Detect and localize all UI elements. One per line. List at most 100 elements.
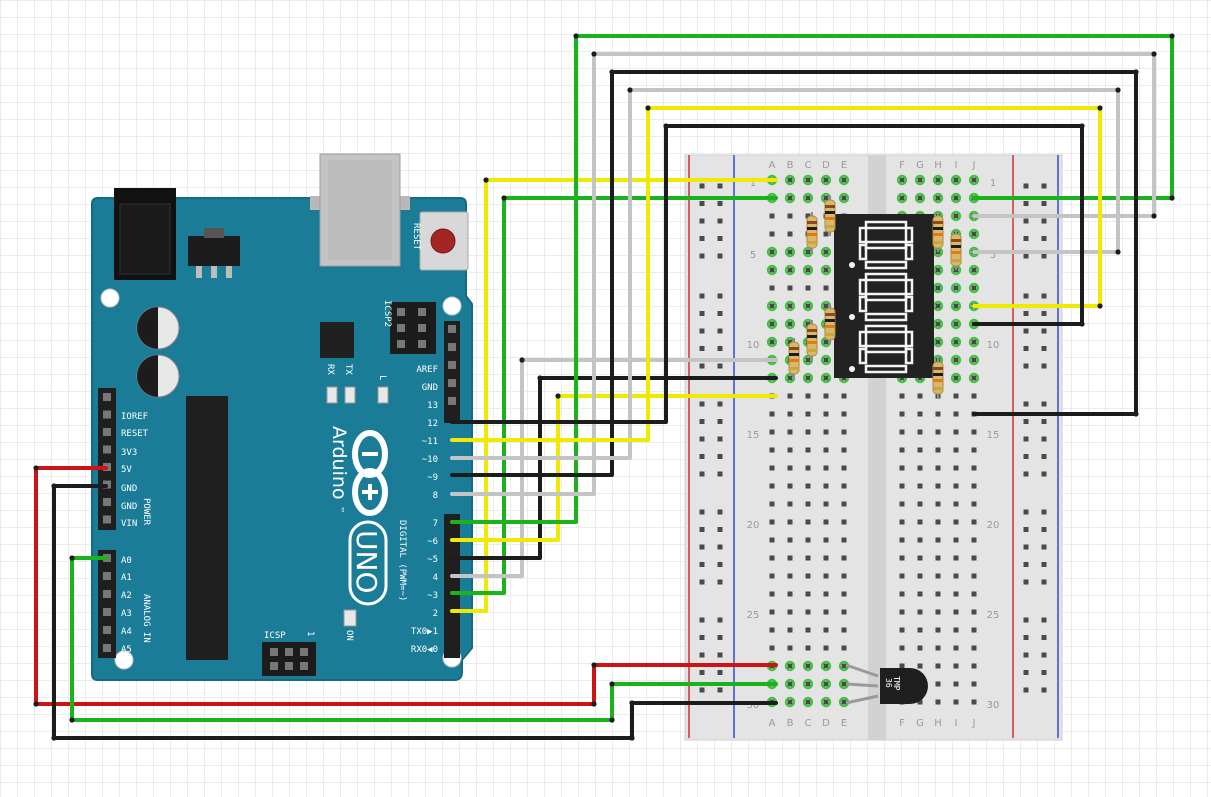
rail-hole bbox=[717, 454, 723, 459]
breadboard-hole bbox=[935, 465, 941, 471]
breadboard-hole bbox=[805, 195, 811, 201]
wire-joint bbox=[609, 69, 615, 75]
display-digits bbox=[849, 220, 914, 374]
active-hole bbox=[820, 354, 832, 366]
wire-black-gnd bbox=[52, 484, 778, 740]
active-hole bbox=[950, 210, 962, 222]
pin-label-a3: A3 bbox=[121, 609, 132, 619]
rail-hole bbox=[1023, 328, 1029, 334]
resistor-band bbox=[807, 233, 817, 236]
breadboard-hole bbox=[805, 591, 811, 597]
row-number: 5 bbox=[990, 250, 996, 261]
pin-label-10: ~10 bbox=[422, 455, 438, 465]
breadboard-hole bbox=[787, 591, 793, 597]
breadboard-hole bbox=[805, 681, 811, 687]
breadboard-hole bbox=[769, 645, 775, 651]
rail-hole bbox=[1023, 471, 1029, 477]
breadboard-hole bbox=[917, 447, 923, 453]
rail-hole bbox=[1023, 562, 1029, 567]
col-label-a: A bbox=[769, 718, 776, 729]
wire-joint bbox=[1079, 123, 1085, 129]
resistor-band bbox=[807, 341, 817, 344]
wire-joint bbox=[1115, 87, 1121, 93]
breadboard-hole bbox=[917, 519, 923, 525]
row-number: 15 bbox=[987, 430, 1000, 441]
wire-joint bbox=[483, 177, 489, 183]
breadboard-hole bbox=[971, 267, 977, 273]
active-hole bbox=[932, 192, 944, 204]
active-hole bbox=[914, 174, 926, 186]
wire-joint bbox=[1133, 411, 1139, 417]
breadboard-hole bbox=[899, 627, 905, 633]
rail-hole bbox=[717, 652, 723, 658]
wire-joint bbox=[51, 483, 57, 489]
resistor-band bbox=[933, 373, 943, 376]
breadboard-hole bbox=[823, 537, 829, 543]
reset-button[interactable] bbox=[419, 211, 469, 271]
breadboard-hole bbox=[935, 177, 941, 183]
capacitor bbox=[136, 306, 180, 350]
display-segment bbox=[864, 324, 908, 334]
breadboard-hole bbox=[917, 627, 923, 633]
breadboard-hole bbox=[935, 573, 941, 579]
active-hole bbox=[950, 318, 962, 330]
breadboard-hole bbox=[953, 357, 959, 363]
active-hole bbox=[820, 372, 832, 384]
row-number: 1 bbox=[990, 178, 996, 189]
resistor-band bbox=[825, 205, 835, 208]
wire-black-pin12 bbox=[450, 124, 1084, 424]
column-letters-top: A B C D E F G H I J bbox=[769, 160, 976, 171]
rail-hole bbox=[1041, 401, 1047, 407]
breadboard-hole bbox=[841, 519, 847, 525]
breadboard-hole bbox=[953, 195, 959, 201]
analog-label: ANALOG IN bbox=[141, 594, 151, 643]
rail-hole bbox=[1041, 579, 1047, 585]
rail-hole bbox=[1023, 236, 1029, 241]
wire-joint bbox=[1151, 213, 1157, 219]
breadboard-hole bbox=[971, 699, 977, 705]
display-dot bbox=[849, 314, 855, 320]
active-hole bbox=[820, 660, 832, 672]
rail-hole bbox=[699, 183, 705, 189]
display-segment bbox=[858, 278, 868, 296]
breadboard-hole bbox=[769, 267, 775, 273]
resistor bbox=[824, 196, 836, 236]
breadboard-hole bbox=[917, 177, 923, 183]
breadboard-hole bbox=[953, 375, 959, 381]
pin-hole bbox=[448, 397, 456, 405]
breadboard-hole bbox=[935, 411, 941, 417]
row-number: 20 bbox=[987, 520, 1000, 531]
display-segment bbox=[858, 226, 868, 244]
active-hole bbox=[766, 300, 778, 312]
display-segment bbox=[864, 260, 908, 270]
rail-hole bbox=[717, 527, 723, 532]
breadboard-hole bbox=[953, 681, 959, 687]
row-number: 1 bbox=[750, 178, 756, 189]
breadboard-hole bbox=[953, 213, 959, 219]
breadboard-hole bbox=[805, 393, 811, 399]
breadboard-hole bbox=[769, 339, 775, 345]
breadboard-hole bbox=[805, 303, 811, 309]
pin-label-2: 2 bbox=[433, 609, 438, 619]
display-segment bbox=[858, 347, 868, 365]
breadboard-hole bbox=[787, 645, 793, 651]
breadboard-hole bbox=[899, 411, 905, 417]
breadboard-hole bbox=[935, 519, 941, 525]
row-number: 25 bbox=[747, 610, 760, 621]
breadboard-hole bbox=[899, 195, 905, 201]
breadboard-hole bbox=[953, 411, 959, 417]
usb-connector bbox=[310, 153, 410, 267]
pin-hole bbox=[103, 572, 111, 580]
rail-hole bbox=[1041, 236, 1047, 241]
breadboard-hole bbox=[805, 285, 811, 291]
breadboard-hole bbox=[917, 663, 923, 669]
display-segment bbox=[904, 330, 914, 348]
active-hole bbox=[820, 174, 832, 186]
row-number: 5 bbox=[750, 250, 756, 261]
breadboard-hole bbox=[899, 555, 905, 561]
wire-green-pin7 bbox=[450, 34, 1174, 524]
breadboard-hole bbox=[769, 447, 775, 453]
breadboard-hole bbox=[899, 663, 905, 669]
breadboard-hole bbox=[787, 699, 793, 705]
resistor-band bbox=[951, 239, 961, 242]
